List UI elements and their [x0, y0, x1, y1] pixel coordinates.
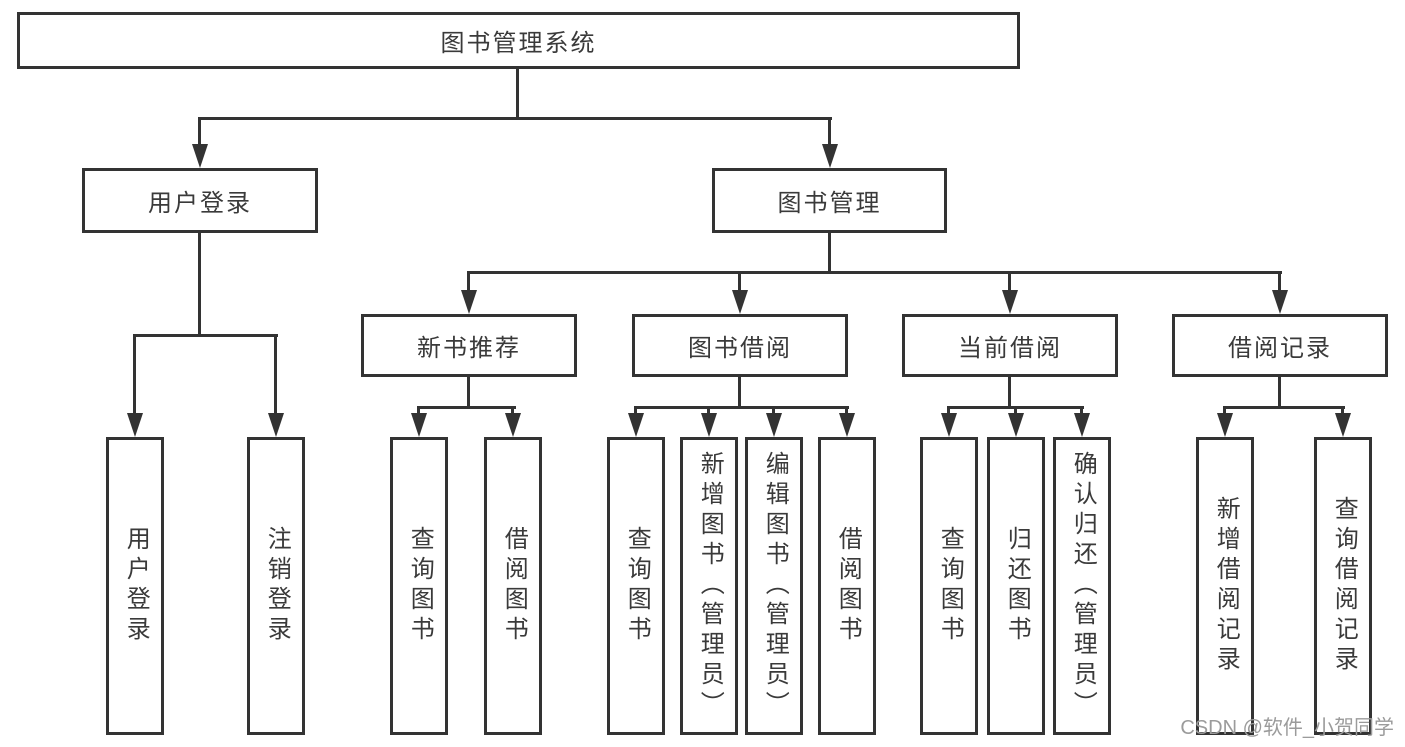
leaf-user-login: 用户登录 — [106, 437, 164, 735]
node-borrow-records: 借阅记录 — [1172, 314, 1388, 377]
node-library-management-system: 图书管理系统 — [17, 12, 1020, 69]
connector-line-vertical — [1223, 406, 1226, 416]
connector-line-vertical — [1008, 271, 1011, 295]
arrowhead-down-icon — [192, 144, 208, 168]
connector-line-vertical — [467, 375, 470, 409]
leaf-logout: 注销登录 — [247, 437, 305, 735]
arrowhead-down-icon — [505, 413, 521, 437]
connector-line-vertical — [1278, 375, 1281, 409]
connector-line-vertical — [417, 406, 420, 416]
arrowhead-down-icon — [1002, 290, 1018, 314]
node-book-borrow: 图书借阅 — [632, 314, 848, 377]
node-label: 注销登录 — [263, 526, 291, 646]
connector-line-horizontal — [198, 117, 832, 120]
node-label: 用户登录 — [122, 526, 150, 646]
node-current-borrow: 当前借阅 — [902, 314, 1118, 377]
connector-line-vertical — [828, 117, 831, 148]
connector-line-vertical — [738, 375, 741, 409]
arrowhead-down-icon — [1008, 413, 1024, 437]
node-label: 新增借阅记录 — [1212, 496, 1240, 676]
connector-line-vertical — [738, 271, 741, 295]
connector-line-horizontal — [467, 271, 1282, 274]
connector-line-vertical — [198, 117, 201, 148]
node-new-book-recommend: 新书推荐 — [361, 314, 577, 377]
arrowhead-down-icon — [127, 413, 143, 437]
node-label: 确认归还（管理员） — [1069, 451, 1097, 721]
arrowhead-down-icon — [941, 413, 957, 437]
connector-line-vertical — [274, 334, 277, 418]
arrowhead-down-icon — [766, 413, 782, 437]
connector-line-vertical — [1278, 271, 1281, 295]
leaf-query-borrow-record: 查询借阅记录 — [1314, 437, 1372, 735]
leaf-add-book-admin: 新增图书（管理员） — [680, 437, 738, 735]
node-label: 图书借阅 — [688, 335, 792, 362]
leaf-return-book: 归还图书 — [987, 437, 1045, 735]
node-label: 查询图书 — [406, 526, 434, 646]
arrowhead-down-icon — [461, 290, 477, 314]
node-label: 查询借阅记录 — [1330, 496, 1358, 676]
connector-line-vertical — [198, 231, 201, 337]
connector-line-vertical — [511, 406, 514, 416]
node-label: 新书推荐 — [417, 335, 521, 362]
connector-line-vertical — [133, 334, 136, 418]
arrowhead-down-icon — [1074, 413, 1090, 437]
arrowhead-down-icon — [732, 290, 748, 314]
node-label: 当前借阅 — [958, 335, 1062, 362]
connector-line-vertical — [707, 406, 710, 416]
node-label: 归还图书 — [1003, 526, 1031, 646]
node-label: 借阅图书 — [834, 526, 862, 646]
csdn-watermark: CSDN @软件_小贺同学 — [1180, 717, 1394, 739]
arrowhead-down-icon — [268, 413, 284, 437]
connector-line-vertical — [1341, 406, 1344, 416]
leaf-add-borrow-record: 新增借阅记录 — [1196, 437, 1254, 735]
connector-line-vertical — [467, 271, 470, 295]
connector-line-horizontal — [634, 406, 849, 409]
node-label: 新增图书（管理员） — [696, 451, 724, 721]
connector-line-vertical — [1014, 406, 1017, 416]
connector-line-vertical — [772, 406, 775, 416]
arrowhead-down-icon — [411, 413, 427, 437]
node-label: 图书管理 — [777, 190, 882, 217]
arrowhead-down-icon — [822, 144, 838, 168]
arrowhead-down-icon — [701, 413, 717, 437]
leaf-borrow-book-recommend: 借阅图书 — [484, 437, 542, 735]
arrowhead-down-icon — [1217, 413, 1233, 437]
node-label: 查询图书 — [936, 526, 964, 646]
connector-line-horizontal — [1223, 406, 1345, 409]
node-label: 借阅记录 — [1228, 335, 1332, 362]
arrowhead-down-icon — [1335, 413, 1351, 437]
connector-line-vertical — [828, 231, 831, 274]
leaf-confirm-return-admin: 确认归还（管理员） — [1053, 437, 1111, 735]
connector-line-horizontal — [417, 406, 516, 409]
arrowhead-down-icon — [1272, 290, 1288, 314]
arrowhead-down-icon — [839, 413, 855, 437]
node-label: 编辑图书（管理员） — [761, 451, 789, 721]
node-label: 借阅图书 — [500, 526, 528, 646]
leaf-edit-book-admin: 编辑图书（管理员） — [745, 437, 803, 735]
connector-line-vertical — [1008, 375, 1011, 409]
node-user-login: 用户登录 — [82, 168, 318, 233]
connector-line-horizontal — [133, 334, 278, 337]
node-label: 用户登录 — [148, 190, 252, 217]
connector-line-vertical — [845, 406, 848, 416]
node-label: 查询图书 — [623, 526, 651, 646]
leaf-query-book-borrow: 查询图书 — [607, 437, 665, 735]
connector-line-vertical — [634, 406, 637, 416]
connector-line-vertical — [516, 66, 519, 120]
node-book-management: 图书管理 — [712, 168, 947, 233]
leaf-query-book-current: 查询图书 — [920, 437, 978, 735]
node-label: 图书管理系统 — [440, 30, 597, 57]
arrowhead-down-icon — [628, 413, 644, 437]
leaf-borrow-book: 借阅图书 — [818, 437, 876, 735]
connector-line-vertical — [947, 406, 950, 416]
leaf-query-book-recommend: 查询图书 — [390, 437, 448, 735]
connector-line-vertical — [1080, 406, 1083, 416]
